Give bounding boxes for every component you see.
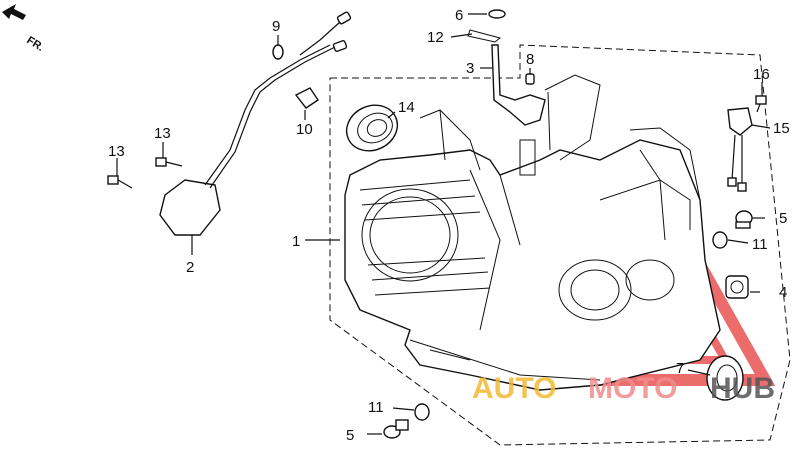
bolt-lower <box>107 175 133 189</box>
watermark-text: AUTO MOTO HUB <box>472 372 775 405</box>
crankcase <box>344 74 721 391</box>
watermark-part-c: HUB <box>710 372 775 405</box>
callout-6: 6 <box>455 7 463 24</box>
cap <box>725 275 749 299</box>
callout-3: 3 <box>466 60 474 77</box>
watermark-part-b: MOTO <box>588 372 677 405</box>
oil-level-switch <box>159 11 352 236</box>
callout-9: 9 <box>272 18 280 35</box>
bolt-upper <box>155 157 183 167</box>
callout-13-upper: 13 <box>154 125 171 142</box>
oil-seal <box>706 355 744 401</box>
washer-right <box>712 231 728 249</box>
assembly-outline <box>329 44 791 446</box>
drain-bolt-bottom <box>383 419 409 439</box>
callout-8: 8 <box>526 51 534 68</box>
callout-12: 12 <box>427 29 444 46</box>
bearing <box>345 104 399 152</box>
callout-7: 7 <box>676 360 684 377</box>
callout-15: 15 <box>773 120 790 137</box>
pulser-sensor <box>727 107 753 192</box>
front-direction-label: FR. <box>24 34 45 54</box>
callout-16: 16 <box>753 66 770 83</box>
callout-14: 14 <box>398 99 415 116</box>
sensor-bolt <box>755 95 767 113</box>
washer-top <box>272 44 284 60</box>
callout-4: 4 <box>779 284 787 301</box>
nut <box>488 9 506 19</box>
breather-tube <box>491 44 546 126</box>
callout-11-bottom: 11 <box>368 399 384 416</box>
callout-5-bottom: 5 <box>346 427 354 444</box>
drain-bolt-right <box>735 210 753 229</box>
washer-bottom <box>414 403 430 421</box>
callout-1: 1 <box>292 233 300 250</box>
callout-5-right: 5 <box>779 210 787 227</box>
grommet <box>294 87 319 109</box>
callout-11-right: 11 <box>752 236 768 253</box>
callout-2: 2 <box>186 259 194 276</box>
front-direction-arrow-icon <box>2 4 26 20</box>
callout-10: 10 <box>296 121 313 138</box>
grommet-small <box>525 73 535 85</box>
callout-13-lower: 13 <box>108 143 125 160</box>
leader-lines <box>116 13 771 435</box>
watermark-part-a: AUTO <box>472 372 556 405</box>
clip <box>467 29 502 43</box>
